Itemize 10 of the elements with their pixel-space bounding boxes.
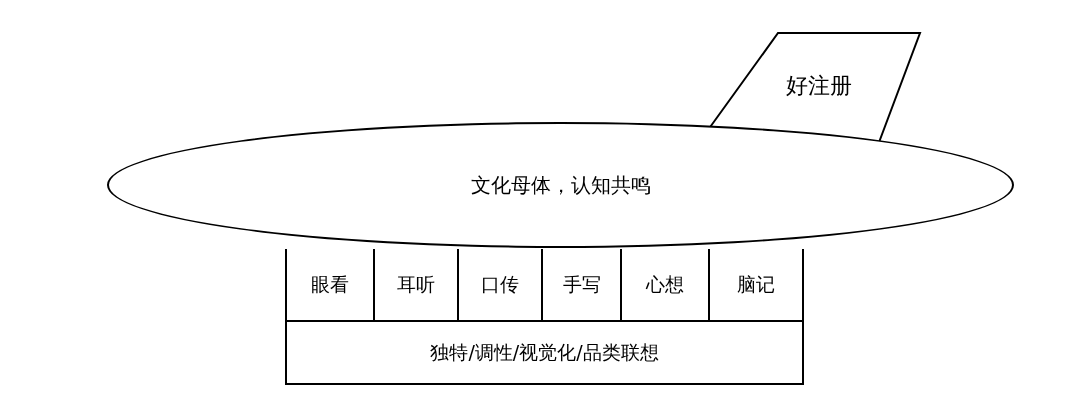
cell-text: 心想 bbox=[646, 271, 684, 297]
shape-label: 文化母体，认知共鸣 bbox=[470, 171, 651, 199]
cell-text: 独特/调性/视觉化/品类联想 bbox=[430, 339, 659, 365]
cell-text: 口传 bbox=[481, 271, 519, 297]
cell-text: 脑记 bbox=[737, 271, 775, 297]
cell-text: 眼看 bbox=[311, 271, 349, 297]
shape-label: 好注册 bbox=[786, 72, 852, 100]
cell-text: 手写 bbox=[562, 271, 601, 297]
cell-text: 耳听 bbox=[397, 271, 435, 297]
table-cell bbox=[285, 320, 804, 385]
